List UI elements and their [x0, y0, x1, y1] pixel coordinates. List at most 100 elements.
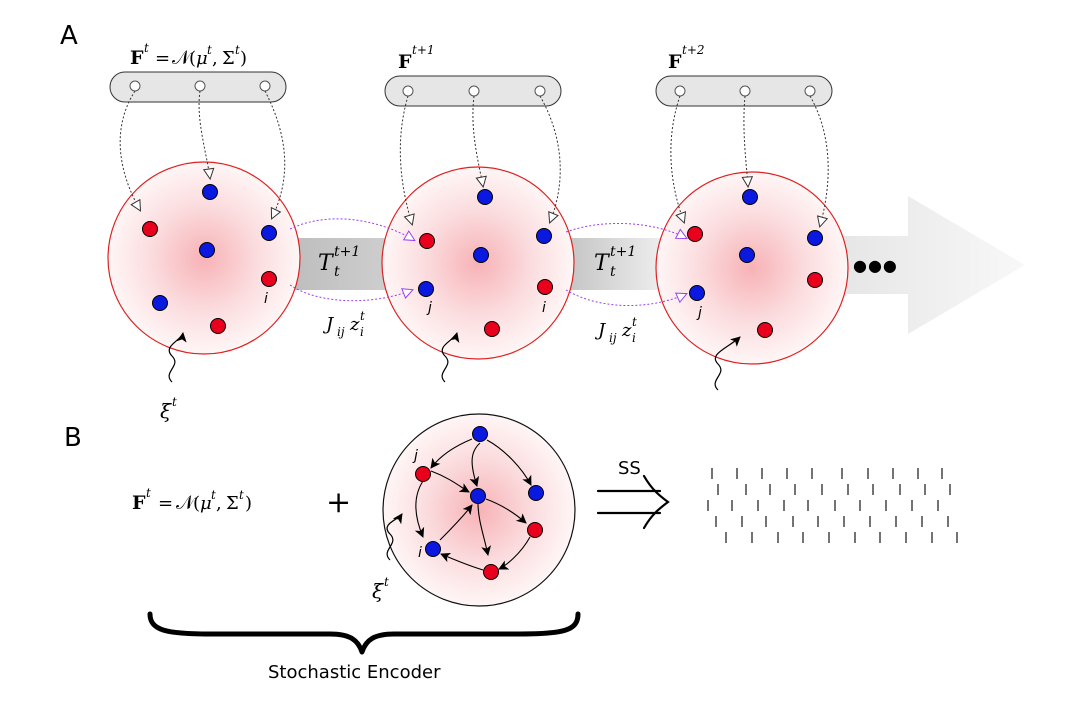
neurons-t1 — [418, 189, 553, 337]
panel-a-label: A — [60, 21, 78, 51]
node-label-i: i — [418, 545, 422, 561]
neurons-t2 — [687, 189, 823, 338]
transition-band-2 — [566, 238, 672, 290]
svg-text:t+1: t+1 — [334, 244, 360, 260]
svg-text:F: F — [398, 51, 412, 73]
neuron-inhibitory — [689, 285, 705, 301]
svg-text:t+1: t+1 — [610, 244, 636, 260]
feature-label-t2: F t+2 — [668, 43, 705, 73]
feature-input-arrows — [119, 90, 829, 226]
neuron-excitatory — [484, 321, 500, 337]
neuron-inhibitory — [470, 488, 486, 504]
svg-text:μ: μ — [196, 48, 208, 69]
svg-text:F: F — [132, 492, 146, 514]
neuron-excitatory — [527, 522, 543, 538]
svg-text:T: T — [318, 251, 335, 276]
encoder-formula: F t = 𝒩 ( μ t , Σ t ) — [132, 486, 252, 514]
neurons-t0 — [142, 184, 277, 334]
svg-text:𝒩: 𝒩 — [172, 47, 193, 69]
svg-text:t: t — [207, 43, 212, 57]
svg-text:t: t — [211, 488, 216, 502]
ensemble-circle-t1 — [381, 166, 575, 360]
svg-text:): ) — [240, 48, 247, 69]
svg-text:(: ( — [193, 493, 200, 514]
transition-label-2: T t t+1 — [594, 244, 636, 280]
coupling-label-1: J ij z i t — [322, 309, 365, 339]
svg-text:t: t — [632, 315, 637, 329]
node-label-i: i — [264, 291, 268, 307]
svg-text:(: ( — [189, 48, 196, 69]
node-label-j: j — [696, 305, 702, 321]
feature-label-t0: F t = 𝒩 ( μ t , Σ t ) — [130, 41, 247, 69]
feature-ports — [129, 80, 816, 97]
coupling-label-2: J ij z i t — [594, 315, 637, 345]
svg-text:Σ: Σ — [222, 48, 235, 69]
svg-text:=: = — [158, 493, 173, 514]
svg-text:): ) — [245, 493, 252, 514]
neuron-inhibitory — [199, 242, 215, 258]
svg-text:ξ: ξ — [160, 399, 172, 423]
neuron-inhibitory — [472, 426, 488, 442]
neuron-excitatory — [261, 271, 277, 287]
svg-text:z: z — [349, 314, 360, 335]
noise-input-b — [386, 513, 403, 561]
neuron-inhibitory — [202, 184, 218, 200]
continuation-dots: ●●● — [853, 256, 898, 275]
neuron-excitatory — [419, 233, 435, 249]
neuron-inhibitory — [742, 189, 758, 205]
transition-band-1 — [288, 238, 394, 290]
network-neurons — [415, 426, 544, 580]
neuron-inhibitory — [152, 295, 168, 311]
svg-text:F: F — [130, 47, 144, 69]
svg-text:t+2: t+2 — [682, 43, 705, 57]
svg-text:t: t — [610, 264, 616, 280]
panel-b-label: B — [64, 423, 82, 453]
svg-text:Σ: Σ — [226, 493, 239, 514]
svg-text:i: i — [360, 325, 364, 339]
svg-text:t: t — [334, 264, 340, 280]
node-label-i: i — [542, 300, 546, 316]
encoder-brace — [147, 611, 581, 655]
implies-arrow — [596, 474, 670, 530]
neuron-inhibitory — [536, 228, 552, 244]
neuron-excitatory — [537, 279, 553, 295]
neuron-inhibitory — [739, 247, 755, 263]
svg-text:T: T — [594, 251, 611, 276]
svg-text:μ: μ — [200, 493, 212, 514]
svg-text:=: = — [155, 48, 170, 69]
plus-sign: + — [326, 485, 351, 520]
svg-text:t: t — [360, 309, 365, 323]
neuron-inhibitory — [528, 485, 544, 501]
neuron-inhibitory — [807, 230, 823, 246]
svg-text:J: J — [594, 320, 607, 341]
neuron-excitatory — [807, 272, 823, 288]
neuron-excitatory — [142, 221, 158, 237]
noise-label-a: ξ t — [160, 395, 177, 423]
svg-text:t: t — [235, 43, 240, 57]
svg-text:ij: ij — [337, 325, 345, 339]
svg-text:t+1: t+1 — [412, 43, 435, 57]
svg-text:ij: ij — [609, 331, 617, 345]
neuron-excitatory — [415, 466, 431, 482]
neuron-inhibitory — [477, 189, 493, 205]
svg-text:,: , — [216, 493, 222, 514]
noise-label-b: ξ t — [372, 575, 389, 603]
noise-inputs-a — [168, 332, 741, 391]
svg-text:t: t — [384, 575, 389, 589]
node-label-j: j — [412, 448, 418, 464]
neuron-inhibitory — [261, 225, 277, 241]
neuron-excitatory — [757, 322, 773, 338]
node-label-j: j — [426, 300, 432, 316]
svg-text:t: t — [172, 395, 177, 409]
spike-raster — [707, 468, 958, 543]
neuron-excitatory — [483, 564, 499, 580]
transition-label-1: T t t+1 — [318, 244, 360, 280]
svg-text:F: F — [668, 51, 682, 73]
svg-text:t: t — [144, 41, 149, 55]
network-edges — [414, 438, 532, 571]
coupling-arrows — [289, 218, 686, 306]
svg-text:,: , — [212, 48, 218, 69]
svg-text:t: t — [146, 486, 151, 500]
neuron-inhibitory — [473, 247, 489, 263]
